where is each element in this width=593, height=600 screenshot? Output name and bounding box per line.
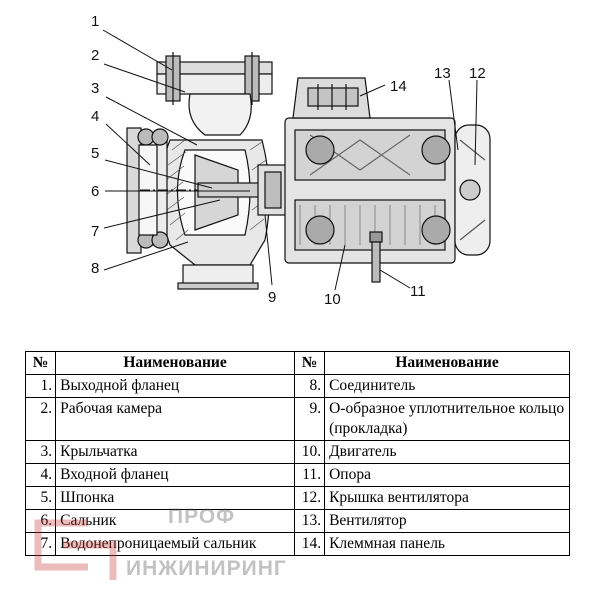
part-name: Выходной фланец — [55, 374, 295, 398]
part-number: 8. — [293, 374, 326, 398]
table-row: 3. Крыльчатка 10. Двигатель — [24, 440, 570, 464]
part-number: 1. — [24, 374, 57, 398]
callout-8: 8 — [91, 260, 99, 277]
table-row: 6. Сальник 13. Вентилятор — [24, 509, 570, 533]
terminal-box — [292, 77, 371, 119]
part-number: 10. — [293, 440, 326, 464]
table-row: 1. Выходной фланец 8. Соединитель — [24, 374, 570, 398]
motor-body — [284, 117, 456, 264]
callout-11: 11 — [410, 283, 426, 300]
part-name: Шпонка — [55, 486, 295, 510]
part-number: 6. — [24, 509, 57, 533]
fan-cover — [454, 124, 491, 256]
pump-casing — [159, 139, 270, 290]
part-number: 7. — [24, 532, 57, 556]
table-row: 4. Входной фланец 11. Опора — [24, 463, 570, 487]
callout-14: 14 — [390, 78, 407, 95]
callout-12: 12 — [469, 65, 486, 82]
table-header-row: № Наименование № Наименование — [24, 351, 570, 375]
part-name: Водонепроницаемый сальник — [55, 532, 295, 556]
callout-3: 3 — [91, 80, 99, 97]
part-number: 5. — [24, 486, 57, 510]
part-name: Входной фланец — [55, 463, 295, 487]
part-number: 3. — [24, 440, 57, 464]
part-name: Крыльчатка — [55, 440, 295, 464]
callout-7: 7 — [91, 223, 99, 240]
part-number: 11. — [293, 463, 326, 487]
part-number: 9. — [293, 397, 326, 441]
part-name: О-образное уплотнительное кольцо (прокла… — [324, 397, 570, 441]
header-name-right: Наименование — [324, 351, 570, 375]
part-number: 4. — [24, 463, 57, 487]
part-name: Опора — [324, 463, 570, 487]
part-number: 2. — [24, 397, 57, 441]
table-row: 7. Водонепроницаемый сальник 14. Клеммна… — [24, 532, 570, 556]
callout-4: 4 — [91, 108, 99, 125]
callout-6: 6 — [91, 183, 99, 200]
table-row: 2. Рабочая камера 9. О-образное уплотнит… — [24, 397, 570, 441]
parts-table: № Наименование № Наименование 1. Выходно… — [24, 351, 570, 556]
part-number: 12. — [293, 486, 326, 510]
callout-13: 13 — [434, 65, 451, 82]
header-num-right: № — [293, 351, 326, 375]
part-name: Клеммная панель — [324, 532, 570, 556]
part-name: Сальник — [55, 509, 295, 533]
callout-10: 10 — [324, 291, 341, 308]
callout-2: 2 — [91, 47, 99, 64]
part-name: Соединитель — [324, 374, 570, 398]
part-number: 14. — [293, 532, 326, 556]
part-number: 13. — [293, 509, 326, 533]
callout-9: 9 — [268, 289, 276, 306]
support-foot — [369, 231, 383, 283]
part-name: Рабочая камера — [55, 397, 295, 441]
callout-1: 1 — [91, 13, 99, 30]
pump-cross-section-drawing: 1 2 3 4 5 6 7 8 9 10 11 12 13 14 — [91, 13, 491, 308]
table-row: 5. Шпонка 12. Крышка вентилятора — [24, 486, 570, 510]
header-num-left: № — [24, 351, 57, 375]
part-name: Крышка вентилятора — [324, 486, 570, 510]
callout-5: 5 — [91, 145, 99, 162]
outlet-flange — [156, 52, 273, 136]
part-name: Двигатель — [324, 440, 570, 464]
header-name-left: Наименование — [55, 351, 295, 375]
part-name: Вентилятор — [324, 509, 570, 533]
watermark-line2: ИНЖИНИРИНГ — [126, 557, 287, 580]
